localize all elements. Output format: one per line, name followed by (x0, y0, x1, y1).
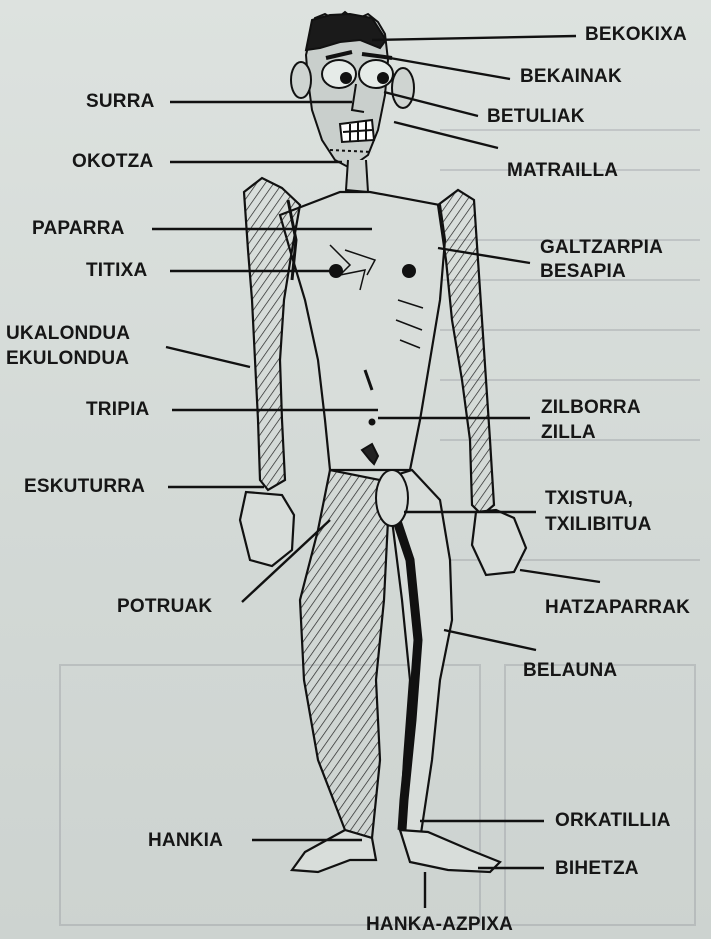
label-besapia: BESAPIA (540, 261, 626, 283)
head (291, 12, 414, 168)
label-ukalondua: UKALONDUA (6, 323, 130, 345)
navel (369, 419, 376, 426)
label-zilla: ZILLA (541, 422, 596, 444)
label-surra: SURRA (86, 91, 155, 113)
label-hankia: HANKIA (148, 830, 223, 852)
label-bekokixa: BEKOKIXA (585, 24, 687, 46)
label-txilibitua: TXILIBITUA (545, 514, 652, 536)
label-matrailla: MATRAILLA (507, 160, 618, 182)
label-eskuturra: ESKUTURRA (24, 476, 145, 498)
label-txistua: TXISTUA, (545, 488, 633, 510)
neck (346, 160, 368, 192)
label-paparra: PAPARRA (32, 218, 125, 240)
label-bekainak: BEKAINAK (520, 66, 622, 88)
label-galtzarpia: GALTZARPIA (540, 237, 663, 259)
label-belauna: BELAUNA (523, 660, 617, 682)
label-hatzaparrak: HATZAPARRAK (545, 597, 690, 619)
label-tripia: TRIPIA (86, 399, 149, 421)
label-betuliak: BETULIAK (487, 106, 585, 128)
label-ekulondua: EKULONDUA (6, 348, 129, 370)
body-outline (240, 178, 526, 872)
nipple-right (402, 264, 416, 278)
label-orkatillia: ORKATILLIA (555, 810, 671, 832)
label-titixa: TITIXA (86, 260, 147, 282)
label-bihetza: BIHETZA (555, 858, 639, 880)
label-okotza: OKOTZA (72, 151, 153, 173)
genitals (376, 470, 408, 526)
label-potruak: POTRUAK (117, 596, 212, 618)
label-hanka-azpixa: HANKA-AZPIXA (366, 914, 513, 936)
label-zilborra: ZILBORRA (541, 397, 641, 419)
